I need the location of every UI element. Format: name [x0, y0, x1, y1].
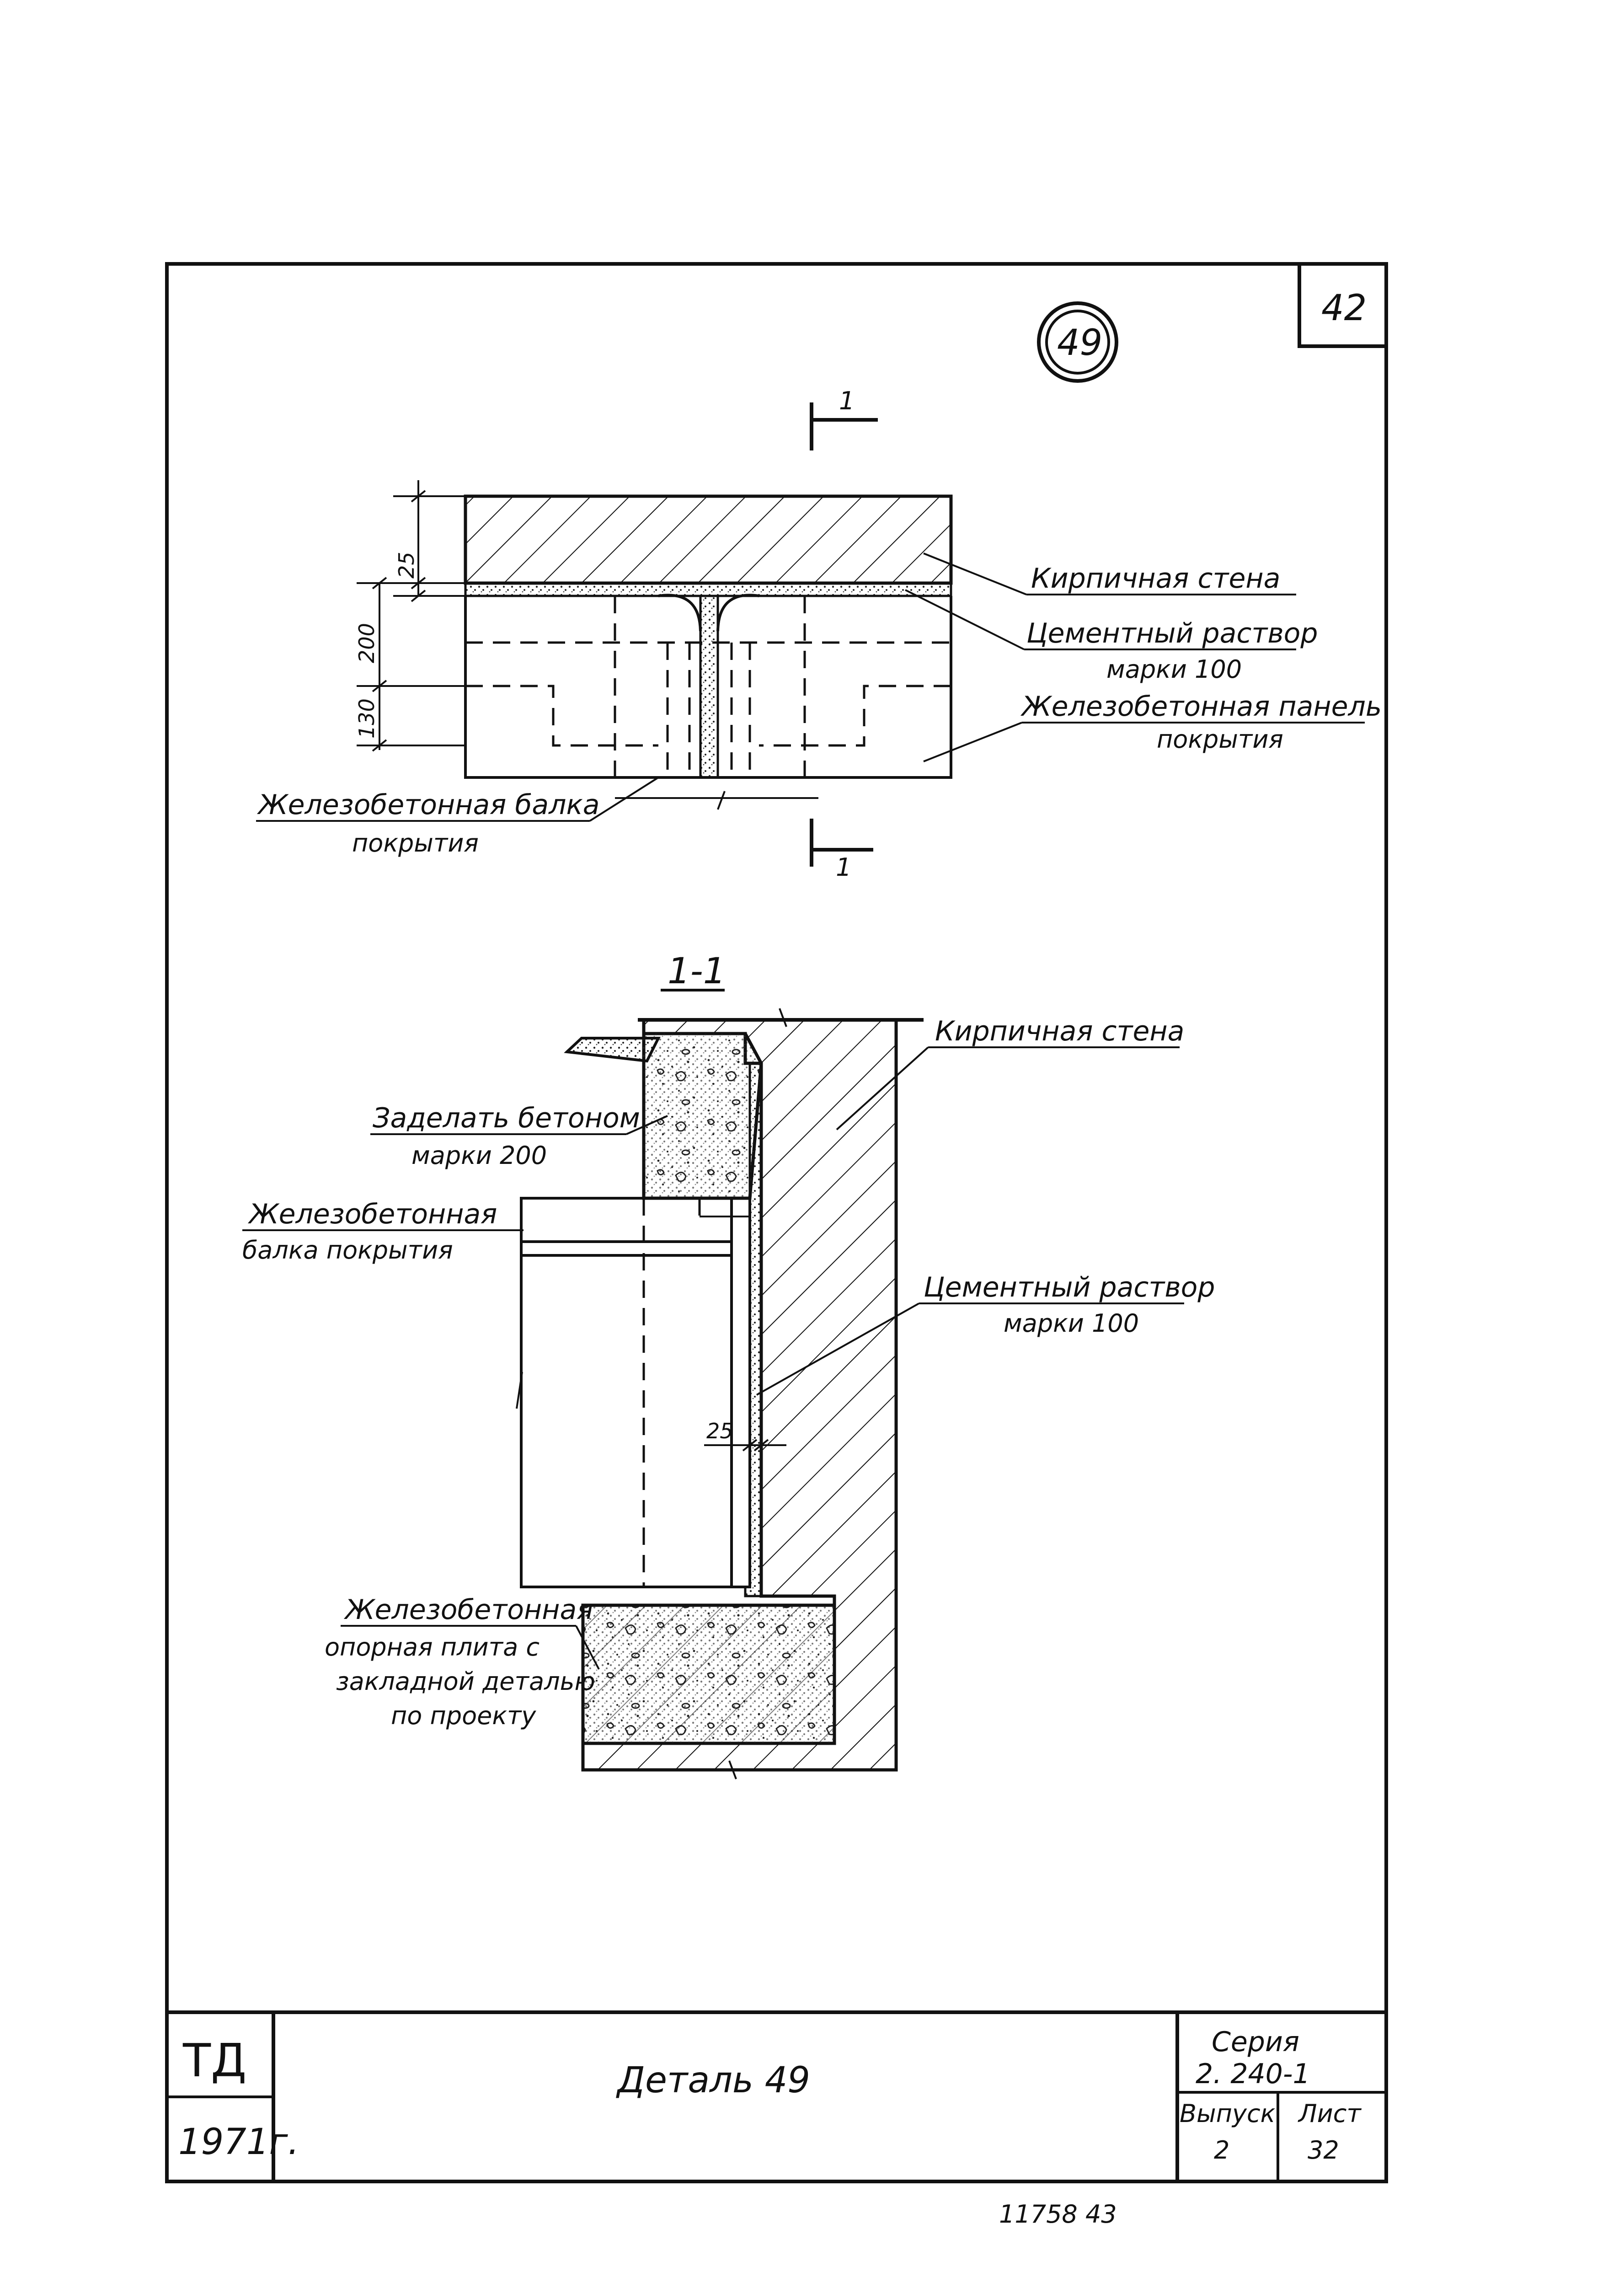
plan-label-beam: Железобетонная балка покрытия [256, 777, 659, 857]
section-title: 1-1 [668, 951, 726, 992]
sheet-frame: 42 [165, 262, 1388, 2183]
detail-marker-number: 49 [1057, 322, 1102, 364]
title-block-title: Деталь 49 [616, 2060, 810, 2101]
plan-label-mortar: Цементный раствор марки 100 [905, 589, 1318, 684]
section-label-beam: Железобетонная балка покрытия [242, 1198, 524, 1265]
title-block-issue-value: 2 [1214, 2136, 1229, 2165]
svg-text:марки 100: марки 100 [1004, 1309, 1139, 1338]
plan-hidden-lines [465, 596, 951, 777]
plan-view: 1 1 [256, 386, 1382, 882]
svg-text:Цементный раствор: Цементный раствор [1026, 617, 1318, 649]
svg-text:Цементный раствор: Цементный раствор [924, 1271, 1215, 1303]
section-label-plate: Железобетонная опорная плита с закладной… [325, 1594, 600, 1730]
plan-dim-130: 130 [354, 698, 379, 739]
page-number-box [1298, 262, 1388, 348]
svg-text:покрытия: покрытия [352, 829, 479, 857]
section-label-brick-wall: Кирпичная стена [836, 1015, 1184, 1131]
svg-text:опорная плита с: опорная плита с [325, 1633, 540, 1661]
section-cut-bottom-label: 1 [836, 853, 851, 882]
plan-mortar-layer [464, 582, 952, 597]
svg-text:25: 25 [706, 1419, 733, 1443]
svg-text:покрытия: покрытия [1157, 725, 1283, 754]
title-block-sheet-label: Лист [1298, 2099, 1362, 2128]
svg-text:Кирпичная стена: Кирпичная стена [935, 1015, 1184, 1047]
svg-text:марки 100: марки 100 [1106, 655, 1242, 684]
title-block-series-label: Серия [1212, 2026, 1299, 2058]
title-block-issue-label: Выпуск [1180, 2099, 1276, 2128]
plan-dim-200: 200 [354, 623, 379, 663]
title-block-org: ТД [182, 2034, 246, 2087]
plan-dim-25: 25 [394, 552, 419, 579]
svg-text:Железобетонная балка: Железобетонная балка [256, 789, 600, 821]
page-number: 42 [1321, 288, 1367, 329]
plan-brick-wall [464, 494, 953, 585]
svg-text:Заделать бетоном: Заделать бетоном [373, 1102, 640, 1134]
title-block: ТД 1971г. Деталь 49 Серия 2. 240-1 Выпус… [167, 2010, 1386, 2181]
section-cut-bottom: 1 [810, 819, 873, 882]
svg-text:Железобетонная: Железобетонная [343, 1594, 593, 1626]
plan-dimensions: 25 200 130 [354, 480, 465, 752]
svg-text:закладной деталью: закладной деталью [336, 1667, 595, 1696]
section-dimension-25: 25 [704, 1419, 786, 1452]
svg-text:Железобетонная: Железобетонная [247, 1198, 497, 1230]
plan-label-panel: Железобетонная панель покрытия [923, 691, 1382, 762]
section-label-mortar: Цементный раствор марки 100 [756, 1271, 1215, 1396]
title-block-year: 1971г. [178, 2122, 299, 2163]
plan-label-brick-wall: Кирпичная стена [923, 552, 1296, 595]
plan-beam-stem [699, 595, 719, 779]
svg-text:марки 200: марки 200 [411, 1141, 547, 1170]
title-block-series-value: 2. 240-1 [1196, 2058, 1310, 2090]
section-beam [516, 1197, 750, 1588]
section-cut-top-label: 1 [839, 386, 855, 415]
svg-text:балка покрытия: балка покрытия [242, 1236, 453, 1265]
title-block-sheet-value: 32 [1308, 2136, 1339, 2165]
svg-text:Железобетонная панель: Железобетонная панель [1020, 691, 1382, 723]
section-view: 1-1 [242, 951, 1215, 1779]
section-panel-slab [564, 1037, 661, 1063]
section-cut-top: 1 [810, 386, 878, 450]
svg-text:Кирпичная стена: Кирпичная стена [1031, 563, 1280, 595]
detail-marker: 49 [1037, 301, 1118, 383]
archive-number: 11758 43 [999, 2200, 1117, 2229]
svg-text:по проекту: по проекту [391, 1701, 536, 1730]
section-label-concrete: Заделать бетоном марки 200 [370, 1102, 668, 1170]
